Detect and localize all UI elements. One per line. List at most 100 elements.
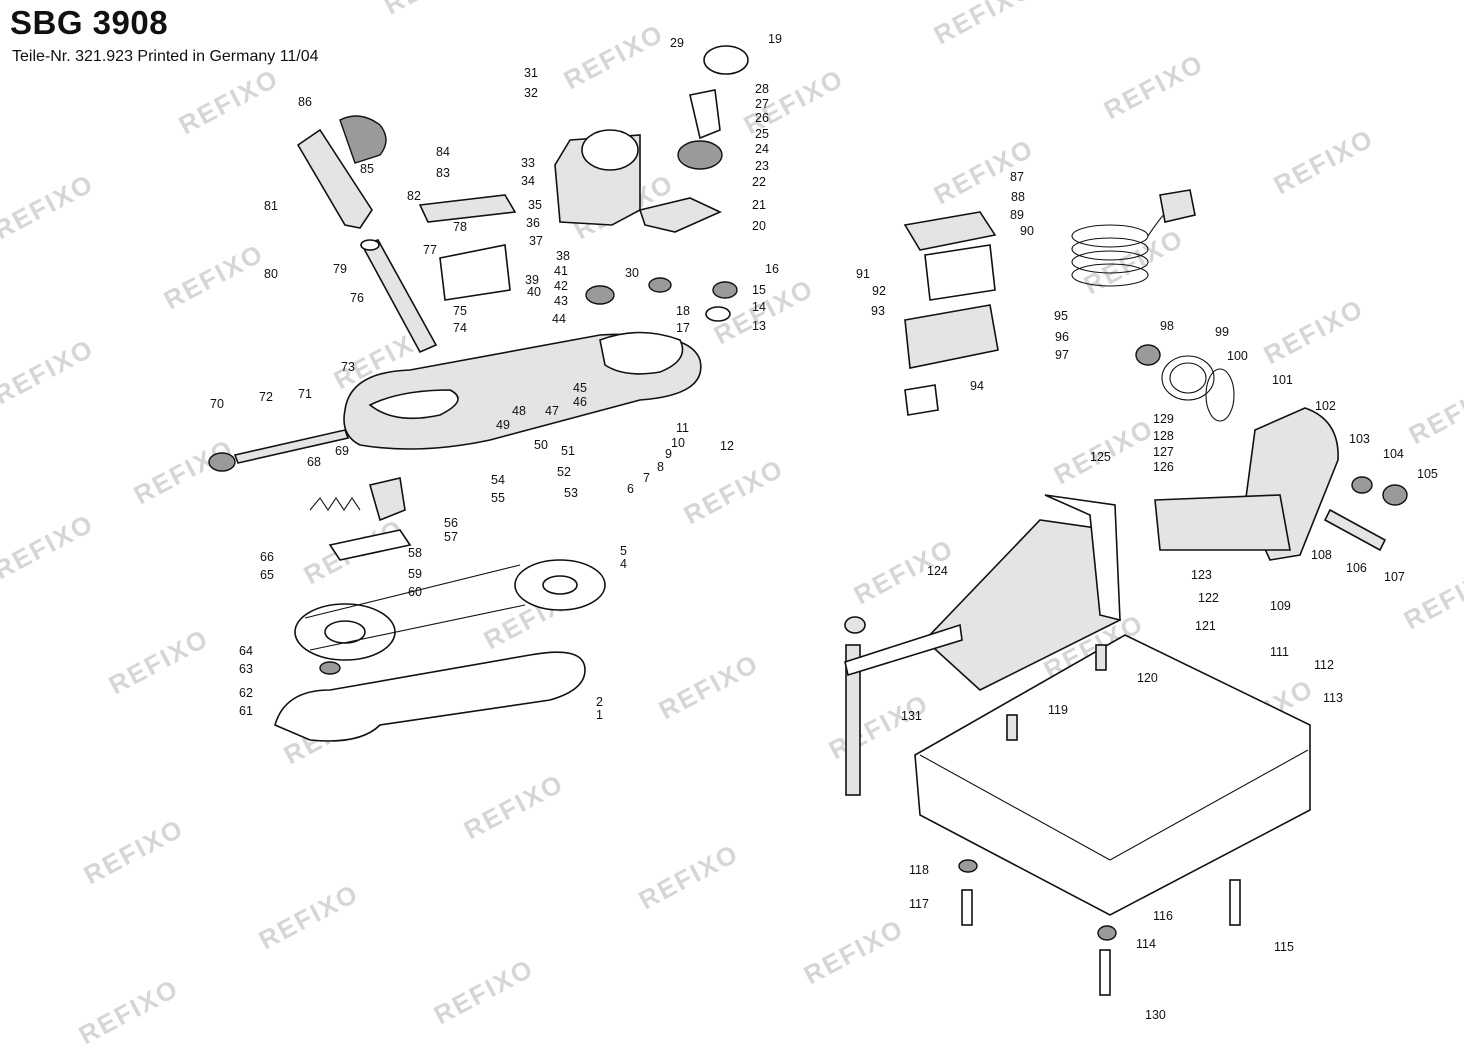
gear-part bbox=[712, 281, 738, 299]
pin-part bbox=[1095, 644, 1107, 671]
watermark-text: REFIXO bbox=[0, 168, 99, 246]
gear-part bbox=[648, 277, 672, 293]
part-callout-30: 30 bbox=[625, 266, 639, 280]
part-callout-19: 19 bbox=[768, 32, 782, 46]
handle-grip-part bbox=[339, 115, 387, 164]
armature-shaft-part bbox=[689, 89, 721, 140]
part-callout-25: 25 bbox=[755, 127, 769, 141]
pin-part bbox=[1006, 714, 1018, 741]
part-callout-18: 18 bbox=[676, 304, 690, 318]
part-callout-71: 71 bbox=[298, 387, 312, 401]
part-callout-122: 122 bbox=[1198, 591, 1219, 605]
watermark-text: REFIXO bbox=[79, 813, 189, 891]
part-callout-114: 114 bbox=[1136, 937, 1156, 951]
swivel-assembly bbox=[844, 344, 1408, 996]
watermark-text: REFIXO bbox=[654, 648, 764, 726]
part-callout-127: 127 bbox=[1153, 445, 1174, 459]
part-callout-26: 26 bbox=[755, 111, 769, 125]
watermark-text: REFIXO bbox=[174, 63, 284, 141]
watermark-text: REFIXO bbox=[1259, 293, 1369, 371]
watermark-text: REFIXO bbox=[559, 18, 669, 96]
part-callout-64: 64 bbox=[239, 644, 253, 658]
part-callout-16: 16 bbox=[765, 262, 779, 276]
part-callout-108: 108 bbox=[1311, 548, 1332, 562]
part-callout-90: 90 bbox=[1020, 224, 1034, 238]
part-callout-75: 75 bbox=[453, 304, 467, 318]
blade-guide-part bbox=[368, 477, 406, 522]
gear-part bbox=[585, 285, 615, 305]
motor-endcap-part bbox=[581, 129, 639, 171]
watermark-text: REFIXO bbox=[0, 333, 99, 411]
wheel-hub-part bbox=[542, 575, 578, 595]
watermark-text: REFIXO bbox=[929, 0, 1039, 50]
part-callout-100: 100 bbox=[1227, 349, 1248, 363]
gear-plate-part bbox=[638, 197, 722, 233]
pivot-base-part bbox=[1154, 494, 1291, 551]
part-callout-126: 126 bbox=[1153, 460, 1174, 474]
column-top-part bbox=[360, 239, 380, 251]
part-callout-129: 129 bbox=[1153, 412, 1174, 426]
part-callout-13: 13 bbox=[752, 319, 766, 333]
part-callout-70: 70 bbox=[210, 397, 224, 411]
part-callout-101: 101 bbox=[1272, 373, 1293, 387]
watermark-text: REFIXO bbox=[74, 973, 184, 1050]
part-callout-33: 33 bbox=[521, 156, 535, 170]
part-callout-2: 2 bbox=[596, 695, 603, 709]
nut-part bbox=[1097, 925, 1117, 941]
part-callout-57: 57 bbox=[444, 530, 458, 544]
part-callout-54: 54 bbox=[491, 473, 505, 487]
part-callout-113: 113 bbox=[1323, 691, 1343, 705]
part-callout-94: 94 bbox=[970, 379, 984, 393]
part-callout-29: 29 bbox=[670, 36, 684, 50]
watermark-text: REFIXO bbox=[0, 508, 99, 586]
frame-window-part bbox=[368, 389, 459, 420]
part-callout-77: 77 bbox=[423, 243, 437, 257]
saw-head-assembly bbox=[208, 45, 749, 742]
vise-jaw-part bbox=[1044, 494, 1121, 622]
part-callout-15: 15 bbox=[752, 283, 766, 297]
bearing-part bbox=[705, 306, 731, 322]
part-callout-46: 46 bbox=[573, 395, 587, 409]
part-callout-38: 38 bbox=[556, 249, 570, 263]
part-callout-35: 35 bbox=[528, 198, 542, 212]
part-callout-40: 40 bbox=[527, 285, 541, 299]
part-callout-8: 8 bbox=[657, 460, 664, 474]
terminal-block-part bbox=[924, 244, 996, 301]
watermark-text: REFIXO bbox=[159, 238, 269, 316]
tension-rod-part bbox=[233, 429, 350, 464]
part-callout-20: 20 bbox=[752, 219, 766, 233]
part-callout-36: 36 bbox=[526, 216, 540, 230]
part-callout-39: 39 bbox=[525, 273, 539, 287]
part-callout-24: 24 bbox=[755, 142, 769, 156]
part-callout-72: 72 bbox=[259, 390, 273, 404]
nut-part bbox=[1351, 476, 1373, 494]
part-callout-116: 116 bbox=[1153, 909, 1173, 923]
base-plate-part bbox=[914, 634, 1311, 916]
part-callout-10: 10 bbox=[671, 436, 685, 450]
part-callout-4: 4 bbox=[620, 557, 627, 571]
stop-knob-part bbox=[844, 616, 866, 634]
watermark-text: REFIXO bbox=[1099, 48, 1209, 126]
bracket-part bbox=[439, 244, 511, 301]
stop-rod-part bbox=[845, 644, 861, 796]
watermark-text: REFIXO bbox=[254, 878, 364, 956]
watermark-text: REFIXO bbox=[1404, 373, 1464, 451]
part-callout-28: 28 bbox=[755, 82, 769, 96]
part-callout-58: 58 bbox=[408, 546, 422, 560]
watermark-text: REFIXO bbox=[1399, 558, 1464, 636]
bolt-part bbox=[1229, 879, 1241, 926]
part-callout-88: 88 bbox=[1011, 190, 1025, 204]
fan-part bbox=[703, 45, 749, 75]
capacitor-part bbox=[904, 384, 939, 416]
part-callout-22: 22 bbox=[752, 175, 766, 189]
part-callout-102: 102 bbox=[1315, 399, 1336, 413]
part-callout-9: 9 bbox=[665, 447, 672, 461]
part-callout-117: 117 bbox=[909, 897, 929, 911]
part-callout-42: 42 bbox=[554, 279, 568, 293]
part-callout-105: 105 bbox=[1417, 467, 1438, 481]
power-cable-part bbox=[1071, 189, 1196, 287]
part-callout-43: 43 bbox=[554, 294, 568, 308]
watermark-text: REFIXO bbox=[634, 838, 744, 916]
part-callout-118: 118 bbox=[909, 863, 929, 877]
